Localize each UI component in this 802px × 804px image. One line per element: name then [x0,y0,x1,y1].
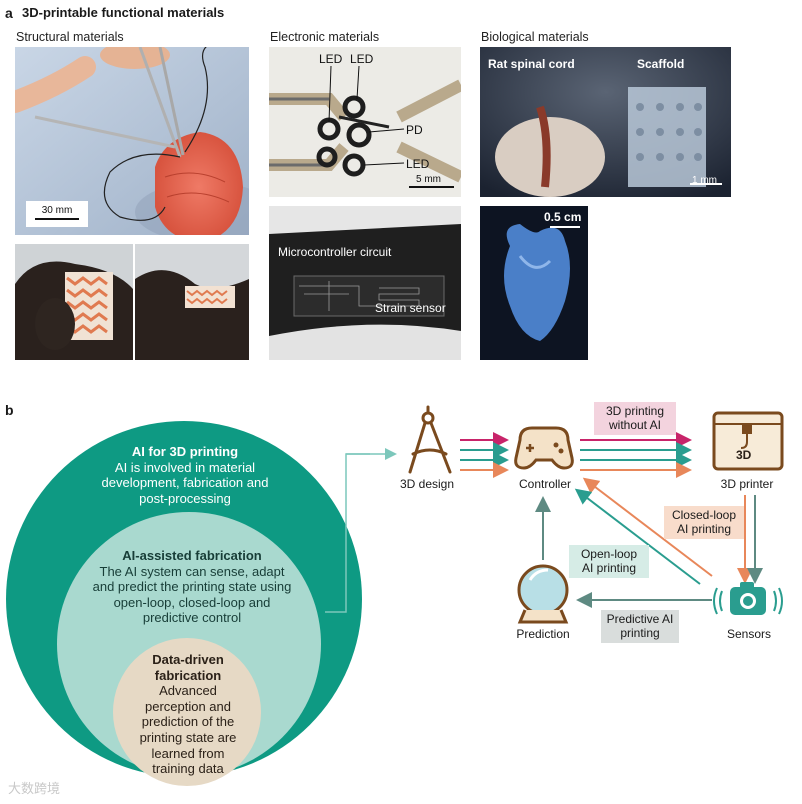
inner-title: Data-driven fabrication [152,652,224,683]
label-led-3: LED [406,157,430,171]
tag-open-loop: Open-loop AI printing [569,545,649,578]
printer-icon [712,411,784,471]
gamepad-icon [514,426,574,470]
inner-circle [113,638,261,786]
scale-bar-30mm: 30 mm [26,201,88,227]
node-controller: Controller [518,477,572,491]
node-3d-printer: 3D printer [720,477,774,491]
photo-electronic-led [269,47,461,197]
printer-screen-label: 3D [736,448,752,462]
label-strain-sensor: Strain sensor [375,301,446,315]
photo-structural-kirigami-right [135,244,249,360]
led-leader-lines [328,65,454,188]
scale-bar-1mm-label: 1 mm [692,175,717,186]
label-scaffold: Scaffold [637,57,685,71]
node-sensors: Sensors [726,627,772,641]
section-electronic: Electronic materials [270,30,380,44]
section-structural: Structural materials [16,30,124,44]
scale-bar-5mm-label: 5 mm [416,174,441,185]
compass-icon [408,405,452,474]
label-microcontroller: Microcontroller circuit [278,245,392,259]
photo-electronic-microcontroller [269,206,461,360]
outer-circle-text: AI for 3D printing AI is involved in mat… [90,444,280,506]
section-biological: Biological materials [481,30,589,44]
inner-body: Advanced perception and prediction of th… [139,683,237,777]
nested-circles [6,421,370,786]
label-led-2: LED [350,52,374,66]
panel-b-letter: b [5,402,14,418]
outer-body: AI is involved in material development, … [101,459,269,506]
photo-biological-heart [480,206,588,360]
middle-body: The AI system can sense, adapt and predi… [92,563,292,626]
photo-structural-kirigami-left [15,244,133,360]
scale-bar-30mm-label: 30 mm [41,205,73,216]
tag-3d-printing-without-ai: 3D printing without AI [594,402,676,435]
inner-circle-text: Data-driven fabrication Advanced percept… [138,652,238,777]
node-3d-design: 3D design [399,477,455,491]
crystal-ball-icon [517,564,569,624]
watermark: 大数跨境 [8,781,61,796]
node-prediction: Prediction [516,627,570,641]
panel-a-letter: a [5,5,13,21]
label-rat-spinal-cord: Rat spinal cord [488,57,575,71]
tag-closed-loop: Closed-loop AI printing [664,506,744,539]
label-pd: PD [406,123,423,137]
scale-bar-05cm-label: 0.5 cm [544,210,582,224]
tag-predictive: Predictive AI printing [601,610,679,643]
photo-structural-tissue [15,47,249,235]
middle-title: AI-assisted fabrication [122,548,262,563]
camera-icon [713,582,783,615]
panel-a-title: 3D-printable functional materials [22,5,225,20]
photo-biological-spinal-cord [480,47,731,197]
outer-title: AI for 3D printing [131,444,239,459]
middle-circle-text: AI-assisted fabrication The AI system ca… [92,548,292,626]
label-led-1: LED [319,52,343,66]
